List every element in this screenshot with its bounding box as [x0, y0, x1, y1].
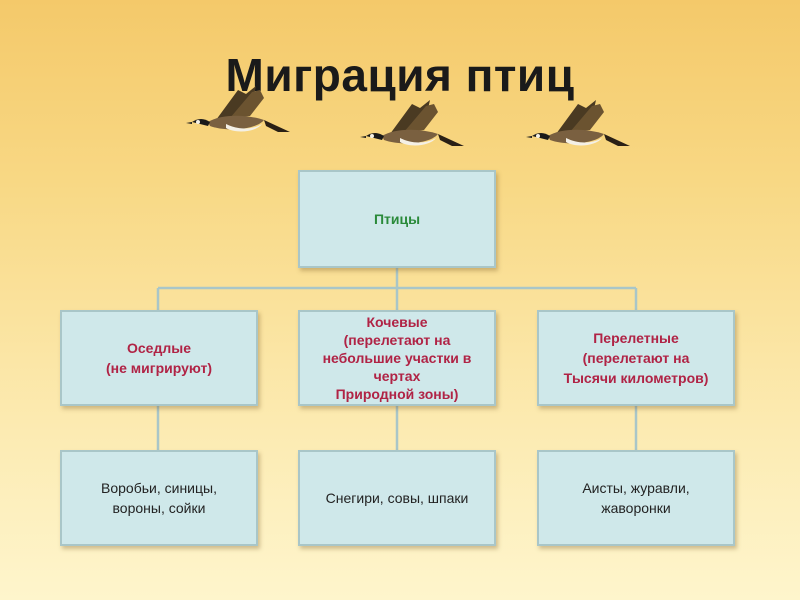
- goose-icon: [360, 100, 464, 146]
- root-label: Птицы: [373, 211, 421, 227]
- example-label: Воробьи, синицы, вороны, сойки: [101, 480, 217, 516]
- example-label: Аисты, журавли, жаворонки: [582, 480, 690, 516]
- example-label: Снегири, совы, шпаки: [325, 490, 469, 506]
- category-label: Кочевые (перелетают на небольшие участки…: [322, 314, 472, 402]
- category-box-sedentary: Оседлые (не мигрируют): [60, 310, 258, 406]
- example-box-migratory: Аисты, журавли, жаворонки: [537, 450, 735, 546]
- root-box: Птицы: [298, 170, 496, 268]
- category-label: Перелетные (перелетают на Тысячи километ…: [563, 330, 709, 386]
- example-box-nomadic: Снегири, совы, шпаки: [298, 450, 496, 546]
- example-box-sedentary: Воробьи, синицы, вороны, сойки: [60, 450, 258, 546]
- goose-icon: [526, 100, 630, 146]
- category-box-nomadic: Кочевые (перелетают на небольшие участки…: [298, 310, 496, 406]
- category-label: Оседлые (не мигрируют): [105, 340, 213, 376]
- page-title: Миграция птиц: [225, 49, 575, 101]
- goose-icon: [186, 86, 290, 132]
- category-box-migratory: Перелетные (перелетают на Тысячи километ…: [537, 310, 735, 406]
